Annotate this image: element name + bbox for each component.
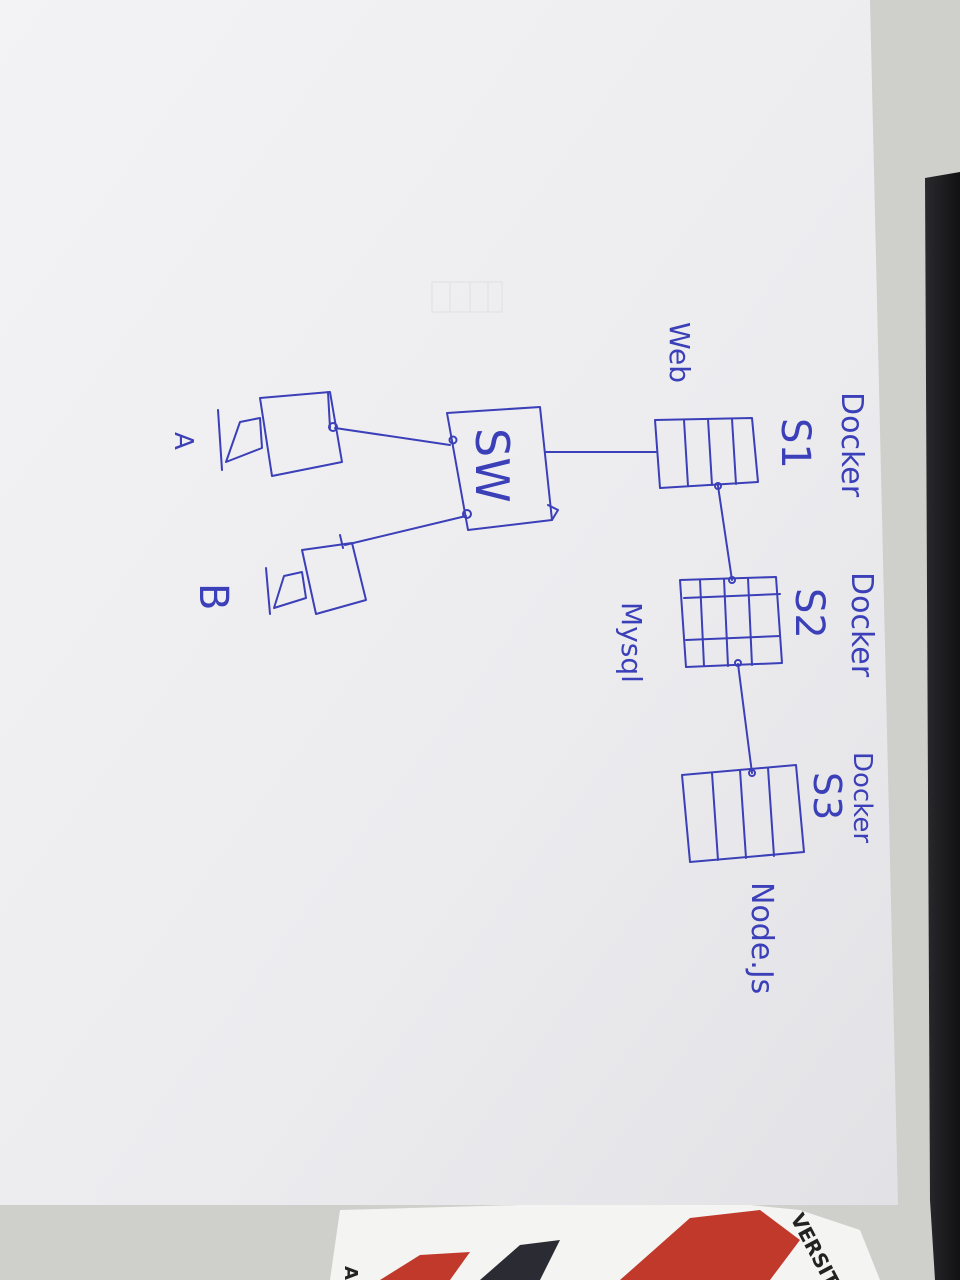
server-s2-type: Docker [844,572,879,678]
link-s2-s3 [737,663,753,774]
link-a-sw [334,427,451,446]
server-s2 [679,576,783,668]
server-s3-type: Docker [847,752,877,843]
client-a-label: A [168,432,198,450]
server-s2-id: S2 [786,588,832,639]
sticker-text-2: A [340,1266,361,1280]
server-s3-id: S3 [805,772,849,820]
client-a: A [168,391,343,477]
link-s1-s2 [717,485,733,581]
server-s1 [654,417,759,489]
server-s1-role: Web [663,322,696,383]
laptop-edge [925,172,960,1280]
server-s3-role: Node.Js [744,882,779,994]
switch-label: SW [465,428,519,503]
client-b-label: B [190,583,236,610]
server-s2-role: Mysql [615,602,648,683]
server-s1-type: Docker [834,392,869,498]
bleed-through [431,281,503,313]
server-labels: Docker S1 Web Docker S2 Mysql Docker S3 … [615,322,879,994]
client-b: B [190,534,367,615]
paper-sheet [0,0,898,1205]
switch-node: SW [446,406,559,531]
links [334,427,756,777]
link-b-sw [344,515,467,546]
sticker-logo: VERSITA A [330,1200,880,1280]
server-s3 [681,764,805,863]
server-s1-id: S1 [772,418,818,469]
